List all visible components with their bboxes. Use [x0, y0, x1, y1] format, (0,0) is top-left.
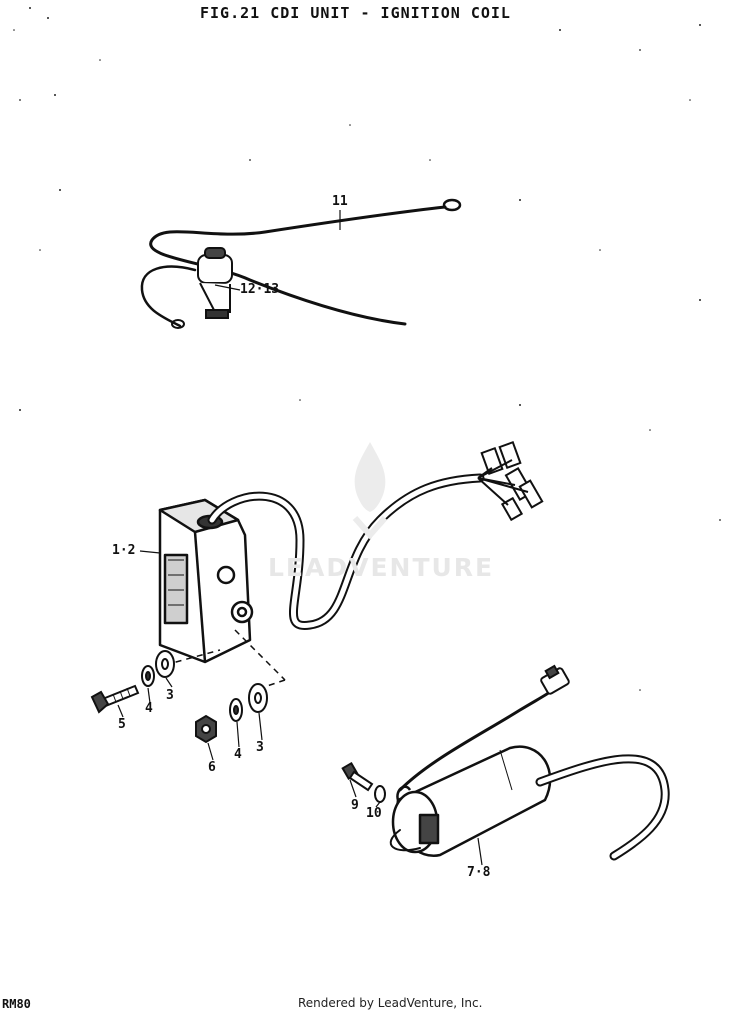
lead-wire-assembly	[140, 198, 462, 329]
callout-9: 9	[351, 798, 359, 813]
leadventure-logo	[352, 442, 388, 540]
coil-hardware	[341, 761, 386, 803]
ignition-coil	[391, 745, 552, 857]
scan-speckles	[13, 7, 721, 691]
cdi-connectors	[477, 440, 544, 522]
callout-1-2: 1·2	[112, 543, 136, 558]
callout-11: 11	[332, 194, 348, 209]
hardware-set-b	[195, 683, 268, 744]
bolt-5	[90, 684, 140, 714]
callout-leaders	[117, 210, 483, 866]
bolt-9	[341, 761, 374, 792]
watermark-text: LEADVENTURE	[268, 553, 495, 582]
callout-6: 6	[208, 760, 216, 775]
callout-3b: 3	[256, 740, 264, 755]
callout-5: 5	[118, 717, 126, 732]
callout-7-8: 7·8	[467, 865, 491, 880]
cdi-unit	[158, 498, 254, 664]
callout-10: 10	[366, 806, 382, 821]
kill-switch	[197, 247, 233, 319]
callout-4b: 4	[234, 747, 242, 762]
washer-10	[374, 785, 386, 803]
figure-title: FIG.21 CDI UNIT - IGNITION COIL	[200, 4, 511, 22]
coil-connector	[540, 664, 570, 695]
callout-12-13: 12·13	[240, 282, 280, 297]
callout-4a: 4	[145, 701, 153, 716]
cdi-cable	[207, 473, 485, 631]
hardware-set-a	[90, 650, 175, 714]
callout-3a: 3	[166, 688, 174, 703]
model-code: RM80	[2, 997, 31, 1011]
footer-credit: Rendered by LeadVenture, Inc.	[298, 996, 483, 1010]
coil-hv-lead	[389, 683, 670, 861]
